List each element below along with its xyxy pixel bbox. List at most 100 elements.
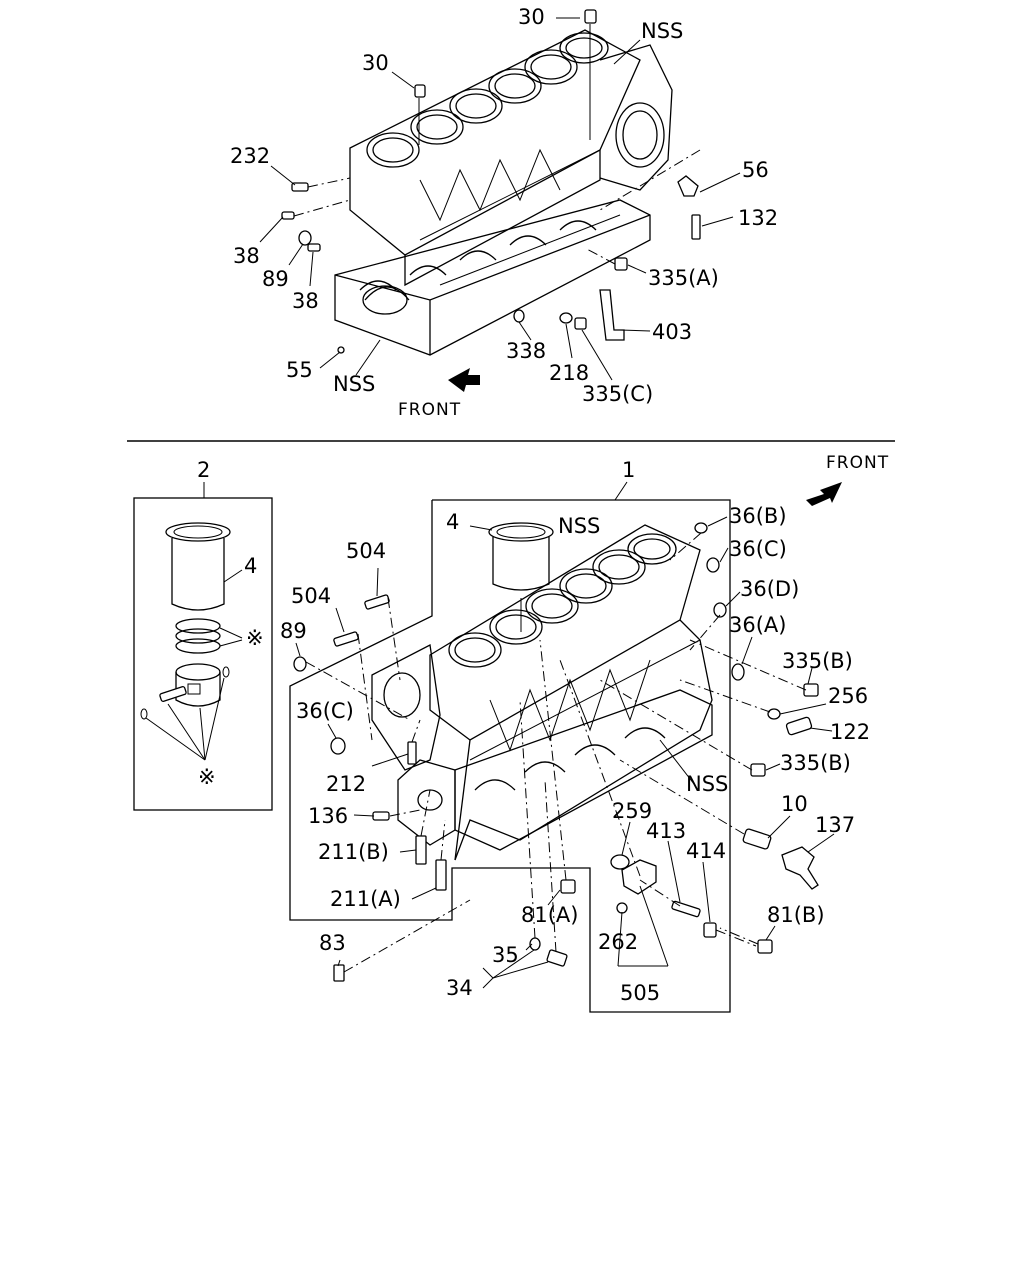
callout-30-b: 30 (518, 5, 545, 29)
liner-4-assembly (469, 522, 554, 632)
callout-89: 89 (280, 619, 307, 643)
connector-137 (781, 846, 819, 890)
bottom-callout-labels: 4 NSS 36(B) 36(C) 36(D) 36(A) 504 504 89… (280, 504, 870, 1005)
callout-36c-right: 36(C) (729, 537, 787, 561)
front-label-bottom: FRONT (826, 453, 889, 473)
front-indicator-bottom: FRONT (806, 453, 889, 506)
inset-liner (171, 538, 225, 611)
callout-335b-b: 335(B) (780, 751, 851, 775)
callout-4: 4 (446, 510, 459, 534)
inset-pin (159, 686, 187, 702)
callout-335a: 335(A) (648, 266, 719, 290)
pin-83 (333, 964, 345, 982)
callout-262: 262 (598, 930, 638, 954)
bottom-small-parts (293, 522, 819, 982)
washer-256 (767, 708, 781, 720)
callout-256: 256 (828, 684, 868, 708)
bottom-cylinder-block-drawing (371, 524, 713, 861)
block-deck (429, 524, 701, 741)
inset-frame (133, 497, 273, 811)
block-front-cover (397, 759, 456, 846)
inset-star-b: ※ (198, 765, 216, 789)
inset-ring-1 (175, 618, 221, 634)
callout-1: 1 (622, 458, 635, 482)
callout-338: 338 (506, 339, 546, 363)
callout-nss-top: NSS (641, 19, 683, 43)
callout-36b: 36(B) (729, 504, 787, 528)
top-callout-labels: 30 30 NSS 232 56 132 38 89 38 335(A) 403… (230, 5, 778, 420)
callout-2: 2 (197, 458, 210, 482)
callout-335c: 335(C) (582, 382, 653, 406)
callout-nss-bottom: NSS (333, 372, 375, 396)
plug-36a (731, 663, 745, 681)
inset-clip-1 (140, 708, 148, 720)
callout-89: 89 (262, 267, 289, 291)
top-cylinder-block-drawing (334, 29, 673, 356)
inset-ring-3 (175, 638, 221, 654)
callout-56: 56 (742, 158, 769, 182)
gasket-259 (610, 854, 630, 870)
bolt-81a (560, 879, 576, 894)
plug-30-a (414, 84, 426, 98)
bolt-335b-a (803, 683, 819, 697)
dowel-38-b (307, 243, 321, 252)
plug-36c-left (330, 737, 346, 755)
bracket-56 (677, 175, 699, 197)
washer-218 (559, 312, 573, 324)
block-end-plate (371, 644, 441, 771)
callout-504-a: 504 (346, 539, 386, 563)
callout-212: 212 (326, 772, 366, 796)
sensor-10 (742, 828, 772, 850)
callout-30-a: 30 (362, 51, 389, 75)
stud-504-a (364, 594, 390, 610)
plug-36d (713, 602, 727, 618)
callout-34: 34 (446, 976, 473, 1000)
inset-clip-2 (222, 666, 230, 678)
callout-81a: 81(A) (521, 903, 578, 927)
assembly-boundary (289, 499, 731, 1013)
front-arrow-bottom (806, 482, 842, 506)
callout-211a: 211(A) (330, 887, 401, 911)
callout-132: 132 (738, 206, 778, 230)
top-small-parts (281, 9, 701, 392)
callout-122: 122 (830, 720, 870, 744)
pin-55 (337, 346, 345, 354)
callout-35: 35 (492, 943, 519, 967)
dowel-212 (407, 741, 417, 765)
callout-36a: 36(A) (729, 613, 786, 637)
callout-10: 10 (781, 792, 808, 816)
callout-38-b: 38 (292, 289, 319, 313)
nut-414 (703, 922, 717, 938)
pump-505 (621, 859, 657, 895)
callout-136: 136 (308, 804, 348, 828)
inset-piston-top (175, 663, 221, 681)
callout-335b-a: 335(B) (782, 649, 853, 673)
bracket-403 (599, 289, 625, 341)
bolt-81b (757, 939, 773, 954)
callout-218: 218 (549, 361, 589, 385)
front-arrow-top (448, 368, 480, 392)
part-338 (513, 309, 525, 323)
callout-nss-a: NSS (558, 514, 600, 538)
bottom-leader-lines (295, 516, 835, 989)
plug-89 (293, 656, 307, 672)
dowel-38-a (281, 211, 295, 220)
inset-callout-4: 4 (244, 554, 257, 578)
plug-89 (298, 230, 312, 246)
callout-55: 55 (286, 358, 313, 382)
bolt-335b-b (750, 763, 766, 777)
plug-36c-right (706, 557, 720, 573)
bolt-335a (614, 257, 628, 271)
plug-30-b (584, 9, 597, 24)
callout-81b: 81(B) (767, 903, 825, 927)
stud-504-b (333, 631, 359, 647)
bolt-335c (574, 317, 587, 330)
inset-kit-box: 2 4 ※ ※ (133, 458, 273, 811)
callout-259: 259 (612, 799, 652, 823)
callout-38-a: 38 (233, 244, 260, 268)
callout-403: 403 (652, 320, 692, 344)
callout-36c-left: 36(C) (296, 699, 354, 723)
nut-262 (616, 902, 628, 914)
